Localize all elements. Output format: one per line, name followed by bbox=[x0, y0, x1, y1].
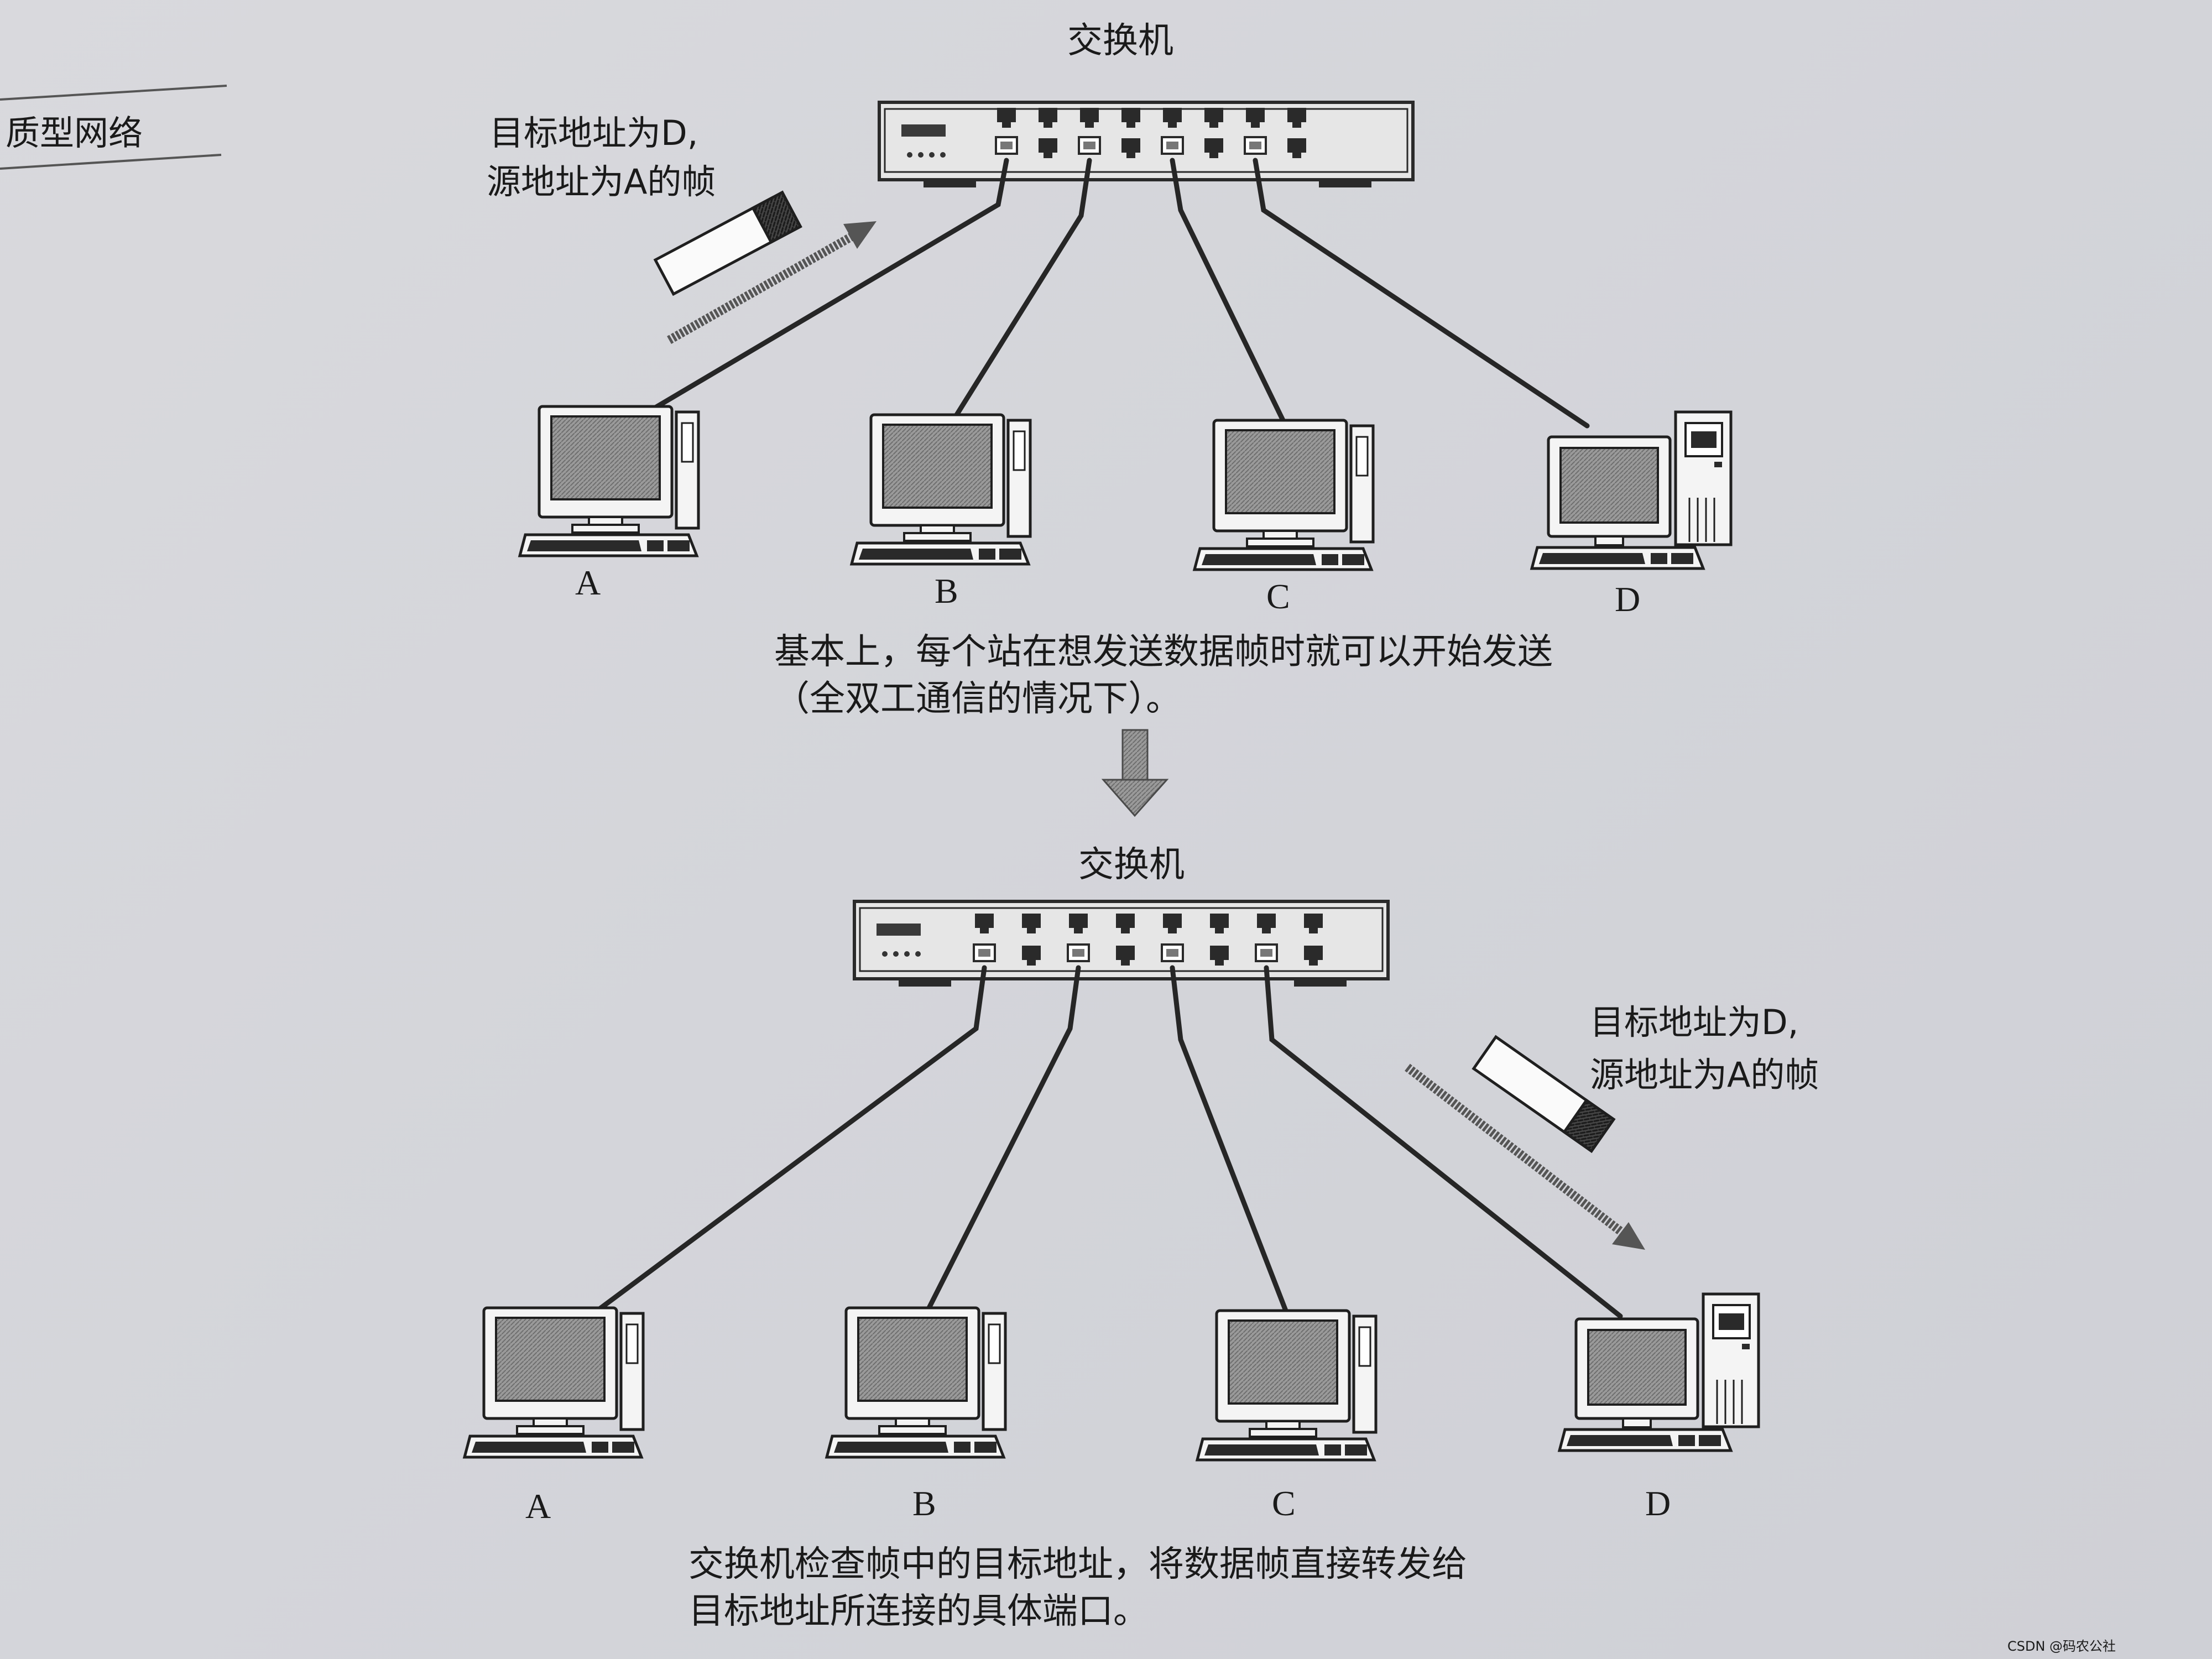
top-frame-caption-line1: 目标地址为D, bbox=[489, 113, 698, 153]
bottom-label-a: A bbox=[525, 1486, 551, 1526]
top-diagram: 交换机 A B C D 目标地址为D, 源地址为A的帧 bbox=[487, 20, 1731, 719]
bottom-pc-c bbox=[1197, 1311, 1376, 1460]
bottom-pc-b bbox=[827, 1308, 1005, 1457]
top-switch-title: 交换机 bbox=[1067, 20, 1173, 61]
watermark: CSDN @码农公社 bbox=[2007, 1639, 2116, 1654]
bottom-cables bbox=[594, 965, 1623, 1319]
top-pc-d bbox=[1532, 412, 1731, 568]
top-frame-caption: 目标地址为D, 源地址为A的帧 bbox=[487, 113, 716, 202]
bottom-switch bbox=[854, 901, 1388, 987]
top-frame-caption-line2: 源地址为A的帧 bbox=[487, 161, 716, 202]
bottom-arrow bbox=[1405, 1063, 1645, 1250]
bottom-label-d: D bbox=[1645, 1484, 1671, 1523]
bottom-switch-title: 交换机 bbox=[1078, 844, 1185, 885]
top-cables bbox=[650, 158, 1590, 429]
top-pc-b bbox=[852, 415, 1030, 564]
header-fragment: 质型网络 bbox=[0, 85, 227, 170]
top-label-b: B bbox=[935, 571, 958, 611]
bottom-frame-caption-line1: 目标地址为D, bbox=[1590, 1002, 1798, 1042]
bottom-pc-d bbox=[1559, 1294, 1759, 1451]
bottom-label-c: C bbox=[1272, 1484, 1296, 1523]
top-label-a: A bbox=[575, 563, 601, 602]
top-arrow bbox=[667, 221, 877, 344]
bottom-frame-caption-line2: 源地址为A的帧 bbox=[1590, 1055, 1819, 1095]
top-switch bbox=[879, 102, 1413, 187]
top-label-c: C bbox=[1266, 577, 1290, 616]
top-pc-a bbox=[520, 406, 698, 556]
top-pc-c bbox=[1194, 420, 1373, 570]
bottom-caption-line1: 交换机检查帧中的目标地址，将数据帧直接转发给 bbox=[688, 1544, 1467, 1585]
header-fragment-text: 质型网络 bbox=[6, 113, 143, 153]
top-caption-line2: （全双工通信的情况下）。 bbox=[774, 679, 1181, 719]
bottom-frame-caption: 目标地址为D, 源地址为A的帧 bbox=[1590, 1002, 1819, 1095]
top-caption-line1: 基本上，每个站在想发送数据帧时就可以开始发送 bbox=[774, 632, 1553, 672]
transition-arrow bbox=[1101, 729, 1169, 817]
bottom-diagram: 交换机 A B C D 目标地址为D, 源地址为A的帧 bbox=[465, 844, 1819, 1632]
bottom-pc-a bbox=[465, 1308, 643, 1457]
bottom-label-b: B bbox=[912, 1484, 936, 1523]
bottom-caption-line2: 目标地址所连接的具体端口。 bbox=[688, 1591, 1149, 1632]
top-label-d: D bbox=[1615, 580, 1640, 619]
